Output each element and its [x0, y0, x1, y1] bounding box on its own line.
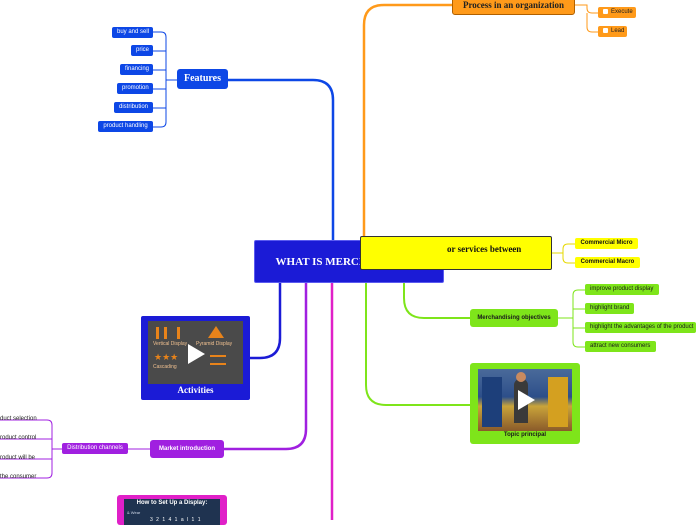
features-node[interactable]: Features: [177, 69, 228, 89]
commercial-macro[interactable]: Commercial Macro: [575, 257, 640, 268]
checkbox-icon[interactable]: [603, 8, 608, 14]
connector-process: [362, 3, 452, 240]
market-item-consumer: the consumer: [0, 474, 37, 480]
connector-topic: [365, 282, 470, 406]
thumb-label-cascading: Cascading: [153, 364, 177, 370]
objective-highlight-brand[interactable]: highlight brand: [585, 303, 634, 314]
connector-definition-leaves: [552, 243, 575, 264]
connector-process-leaves: [575, 4, 598, 33]
topic-video-thumbnail[interactable]: [478, 369, 572, 431]
market-introduction-node[interactable]: Market introduction: [150, 440, 224, 458]
market-item-product-control: roduct control: [0, 435, 37, 441]
process-execute-label: Execute: [611, 9, 633, 15]
checkbox-icon[interactable]: [603, 27, 608, 33]
feature-promotion[interactable]: promotion: [117, 83, 153, 94]
connector-objectives: [403, 268, 470, 319]
feature-financing[interactable]: financing: [120, 64, 153, 75]
feature-price[interactable]: price: [131, 45, 153, 56]
setup-video-title: How to Set Up a Display:: [136, 500, 208, 506]
setup-video-card[interactable]: How to Set Up a Display: & Wear 3 2 1 4 …: [117, 495, 227, 525]
connector-features-leaves: [153, 31, 177, 128]
play-icon[interactable]: [186, 343, 206, 365]
topic-principal-card[interactable]: Topic principal: [470, 363, 580, 444]
activities-title: Activities: [177, 385, 214, 395]
process-execute[interactable]: Execute: [598, 7, 636, 18]
activities-video-thumbnail[interactable]: Vertical Display Pyramid Display ★★★ Cas…: [148, 321, 243, 384]
definition-node[interactable]: or services between: [360, 236, 552, 270]
connector-objectives-leaves: [558, 289, 585, 348]
feature-product-handling[interactable]: product handling: [98, 121, 153, 132]
setup-video-counter: 3 2 1 4 1 a l 1 1: [150, 517, 202, 523]
connector-market: [224, 283, 308, 451]
play-icon[interactable]: [516, 389, 536, 411]
thumb-label-pyramid: Pyramid Display: [196, 341, 233, 347]
objectives-node[interactable]: Merchandising objectives: [470, 309, 558, 327]
definition-text: or services between: [447, 244, 522, 254]
setup-video-subtitle: & Wear: [127, 510, 141, 515]
feature-buy-and-sell[interactable]: buy and sell: [112, 27, 153, 38]
activities-card[interactable]: Vertical Display Pyramid Display ★★★ Cas…: [141, 316, 250, 400]
topic-principal-title: Topic principal: [503, 432, 547, 438]
process-node[interactable]: Process in an organization: [452, 0, 575, 15]
objective-highlight-advantages[interactable]: highlight the advantages of the product: [585, 322, 696, 333]
thumb-label-vertical: Vertical Display: [153, 341, 188, 347]
market-item-product-will-be: roduct will be: [0, 455, 36, 461]
market-item-product-selection: duct selection: [0, 416, 37, 422]
distribution-channels-node[interactable]: Distribution channels: [62, 443, 128, 454]
objective-improve-display[interactable]: improve product display: [585, 284, 659, 295]
connector-features: [228, 78, 335, 240]
process-lead[interactable]: Lead: [598, 26, 627, 37]
stack-icon: [210, 355, 226, 365]
connector-market-leaves: [0, 419, 150, 479]
connector-activities: [250, 283, 282, 360]
process-lead-label: Lead: [611, 28, 625, 34]
objective-attract-consumers[interactable]: attract new consumers: [585, 341, 656, 352]
cascade-icon: ★★★: [154, 352, 179, 362]
setup-video-thumbnail[interactable]: How to Set Up a Display: & Wear 3 2 1 4 …: [124, 499, 220, 525]
feature-distribution[interactable]: distribution: [114, 102, 153, 113]
pyramid-icon: [208, 326, 224, 338]
commercial-micro[interactable]: Commercial Micro: [575, 238, 638, 249]
